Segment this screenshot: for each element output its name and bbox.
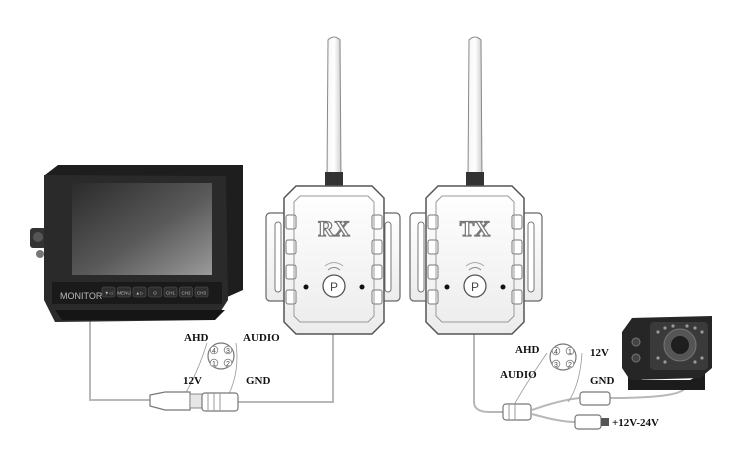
label-ahd-left: AHD bbox=[184, 332, 209, 344]
receiver-unit: RX P bbox=[265, 36, 401, 335]
monitor-button[interactable] bbox=[132, 286, 147, 298]
tx-antenna-base bbox=[466, 172, 484, 186]
connector-pinout-left: 4 3 1 2 AHD AUDIO 12V GND bbox=[183, 332, 280, 387]
rx-label: RX bbox=[318, 216, 350, 241]
monitor-screen bbox=[72, 183, 212, 275]
monitor-button-label: ▲▷ bbox=[136, 291, 144, 296]
power-plug bbox=[574, 414, 602, 430]
monitor-cable bbox=[89, 318, 165, 401]
monitor-button[interactable] bbox=[117, 286, 131, 298]
monitor-button[interactable] bbox=[179, 286, 193, 298]
pin-number: 2 bbox=[568, 362, 572, 369]
label-12v-left: 12V bbox=[183, 375, 202, 387]
y-splitter bbox=[502, 403, 532, 421]
label-gnd-right: GND bbox=[590, 375, 615, 387]
right-plug-split bbox=[502, 391, 611, 430]
monitor-button-label: ▼◁ bbox=[105, 291, 113, 296]
pin-number: 3 bbox=[554, 362, 558, 369]
monitor: MONITOR ▼◁ MENU ▲▷ ⏻ CH1 CH2 CH3 bbox=[30, 165, 243, 322]
pin-number: 1 bbox=[212, 361, 216, 368]
tx-antenna bbox=[467, 36, 483, 181]
pin-number: 1 bbox=[568, 349, 572, 356]
tx-pair-label: P bbox=[471, 280, 479, 294]
label-audio-right: AUDIO bbox=[500, 369, 537, 381]
rx-pair-button[interactable] bbox=[322, 274, 346, 298]
label-ahd-right: AHD bbox=[515, 344, 540, 356]
tx-pair-button[interactable] bbox=[463, 274, 487, 298]
camera-bracket bbox=[628, 372, 705, 390]
left-plug-pair bbox=[149, 391, 239, 412]
connector-pinout-right: 4 1 3 2 AHD 12V AUDIO GND bbox=[500, 343, 615, 387]
rx-cable bbox=[238, 332, 334, 403]
backup-camera bbox=[622, 316, 712, 390]
transmitter-unit: TX P bbox=[409, 36, 543, 335]
tx-label: TX bbox=[460, 216, 491, 241]
rx-body bbox=[283, 185, 385, 335]
rx-led-left bbox=[303, 284, 309, 290]
pin-number: 4 bbox=[554, 349, 558, 356]
power-cable bbox=[531, 413, 576, 423]
power-label: +12V-24V bbox=[612, 417, 659, 429]
rx-antenna bbox=[326, 36, 342, 181]
monitor-button[interactable] bbox=[194, 286, 209, 298]
monitor-buttons: ▼◁ MENU ▲▷ ⏻ CH1 CH2 CH3 bbox=[101, 286, 209, 298]
tx-body bbox=[425, 185, 525, 335]
camera-ir-leds bbox=[656, 324, 704, 364]
monitor-button[interactable] bbox=[101, 286, 116, 298]
label-audio-left: AUDIO bbox=[243, 332, 280, 344]
monitor-brand: MONITOR bbox=[60, 291, 103, 301]
tx-led-left bbox=[444, 284, 450, 290]
monitor-button-label: CH2 bbox=[181, 291, 190, 296]
monitor-button-label: CH3 bbox=[197, 291, 206, 296]
camera-plug bbox=[579, 391, 611, 406]
monitor-button-label: MENU bbox=[117, 291, 130, 296]
tx-cable bbox=[473, 332, 505, 413]
monitor-button[interactable] bbox=[148, 286, 162, 298]
pin-number: 2 bbox=[226, 361, 230, 368]
tx-led-right bbox=[500, 284, 506, 290]
monitor-button[interactable] bbox=[163, 286, 178, 298]
pin-number: 4 bbox=[212, 348, 216, 355]
label-12v-right: 12V bbox=[590, 347, 609, 359]
rx-led-right bbox=[359, 284, 365, 290]
rx-pair-label: P bbox=[330, 280, 338, 294]
pin-number: 3 bbox=[226, 348, 230, 355]
monitor-button-label: ⏻ bbox=[153, 291, 157, 296]
rx-antenna-base bbox=[325, 172, 343, 186]
label-gnd-left: GND bbox=[246, 375, 271, 387]
left-plug-female bbox=[149, 391, 191, 411]
monitor-button-label: CH1 bbox=[166, 291, 175, 296]
